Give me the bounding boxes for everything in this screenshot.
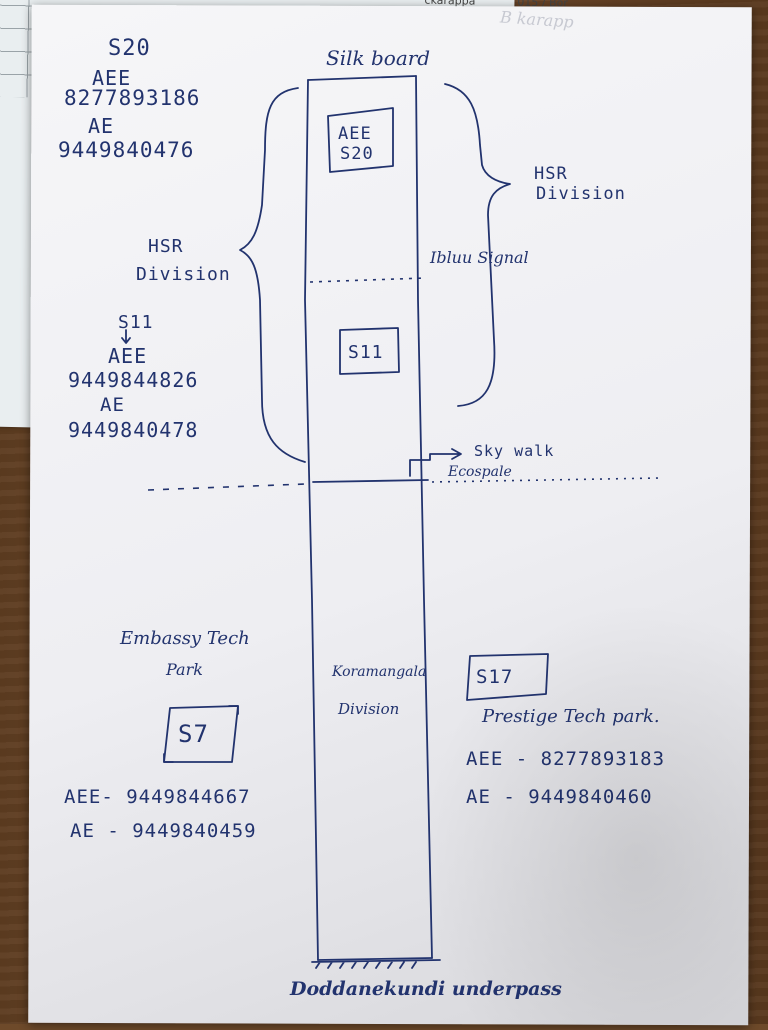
s17-ae-line: AE - 9449840460 (466, 786, 653, 808)
box-aee-s20 (327, 107, 394, 173)
embassy-park-label: Park (166, 660, 203, 679)
s11-aee-number: 9449844826 (68, 368, 199, 392)
s7-station-label: S7 (178, 720, 209, 748)
prestige-tech-label: Prestige Tech park. (482, 706, 660, 727)
left-hsr-label: HSR (148, 236, 184, 257)
s7-ae-line: AE - 9449840459 (70, 820, 257, 842)
signal-label: Ibluu Signal (430, 248, 529, 267)
corridor-top-edge (307, 75, 417, 81)
right-hsr-label: HSR (534, 164, 568, 184)
s20-aee-label: AEE (92, 66, 132, 90)
corridor-divider (312, 479, 429, 483)
silk-board-label: Silk board (326, 46, 431, 70)
corridor-right-edge (415, 75, 433, 959)
right-brace (444, 83, 511, 407)
corridor-base-hatch (311, 959, 441, 969)
s11-ae-label: AE (100, 394, 125, 416)
skywalk-arrow (409, 448, 462, 477)
signal-dotted-line (309, 277, 426, 283)
s17-aee-line: AEE - 8277893183 (466, 748, 666, 770)
doddanekundi-label: Doddanekundi underpass (290, 978, 562, 1000)
box-s11 (339, 327, 400, 375)
corridor-left-edge (304, 79, 319, 961)
koramangala-division-label: Division (338, 700, 400, 718)
embassy-tech-label: Embassy Tech (120, 628, 250, 649)
s11-down-arrow (121, 329, 131, 344)
s20-ae-number: 9449840476 (58, 138, 195, 162)
right-division-label: Division (536, 184, 626, 204)
box-s7-arrow (163, 705, 239, 763)
s20-ae-label: AE (88, 114, 115, 138)
s17-station-label: S17 (476, 666, 514, 688)
skywalk-label: Sky walk (474, 442, 555, 460)
s7-aee-line: AEE- 9449844667 (64, 786, 251, 808)
box-s17 (466, 653, 549, 701)
s20-station-label: S20 (108, 36, 151, 61)
s20-aee-number: 8277893186 (64, 86, 201, 110)
box-top-aee-text: AEE (338, 124, 372, 144)
corridor-bottom-edge (317, 957, 433, 961)
koramangala-label: Koramangala (332, 664, 427, 680)
s11-ae-number: 9449840478 (68, 418, 199, 442)
ecospace-label: Ecospale (448, 464, 512, 480)
box-top-s20-text: S20 (340, 144, 374, 164)
left-brace (239, 87, 306, 463)
skywalk-dashed-line-left (147, 483, 306, 491)
left-division-label: Division (136, 264, 231, 285)
box-s7 (163, 705, 239, 763)
s11-station-label: S11 (118, 312, 154, 333)
s11-aee-label: AEE (108, 344, 148, 368)
box-s11-text: S11 (348, 342, 384, 363)
